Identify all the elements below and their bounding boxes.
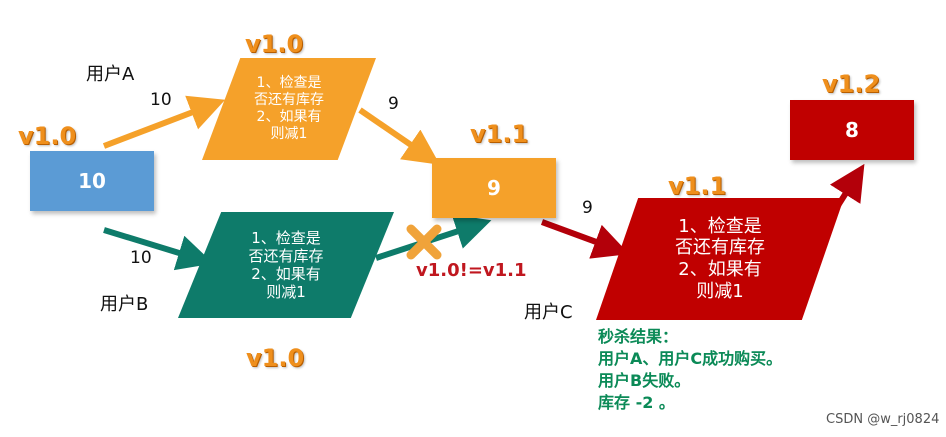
check-c-version-label: v1.1 — [668, 172, 727, 200]
edge-label-a-in: 10 — [150, 90, 172, 110]
check-c-text: 1、检查是 否还有库存 2、如果有 则减1 — [675, 215, 765, 302]
check-a-version-label: v1.0 — [245, 30, 304, 58]
check-a-text: 1、检查是 否还有库存 2、如果有 则减1 — [254, 75, 324, 142]
start-stock-value: 10 — [78, 169, 106, 193]
end-stock-box: 8 — [790, 100, 914, 160]
end-stock-value: 8 — [845, 118, 859, 142]
result-block: 秒杀结果： 用户A、用户C成功购买。 用户B失败。 库存 -2 。 — [598, 326, 782, 414]
watermark: CSDN @w_rj0824 — [826, 412, 940, 427]
result-title: 秒杀结果： — [598, 327, 679, 346]
mid-stock-box: 9 — [432, 158, 556, 218]
arrow-mid-to-check-c — [540, 219, 630, 259]
edge-label-b-in: 10 — [130, 248, 152, 268]
start-stock-box: 10 — [30, 151, 154, 211]
arrow-start-to-check-b — [103, 227, 214, 271]
check-c-process: 1、检查是 否还有库存 2、如果有 则减1 — [596, 198, 844, 320]
mid-stock-value: 9 — [487, 176, 501, 200]
version-conflict-label: v1.0!=v1.1 — [416, 260, 527, 281]
user-c-label: 用户C — [524, 302, 573, 323]
user-a-label: 用户A — [86, 64, 135, 85]
arrow-check-a-to-mid — [358, 107, 440, 165]
cross-icon — [404, 222, 444, 262]
user-b-label: 用户B — [100, 294, 149, 315]
end-version-label: v1.2 — [822, 70, 881, 98]
edge-label-a-out: 9 — [388, 94, 399, 114]
start-version-label: v1.0 — [18, 122, 77, 150]
edge-label-c-in: 9 — [582, 198, 593, 218]
check-b-version-label: v1.0 — [246, 344, 305, 372]
check-b-text: 1、检查是 否还有库存 2、如果有 则减1 — [248, 229, 324, 301]
result-line: 用户A、用户C成功购买。 — [598, 349, 783, 368]
result-line: 库存 -2 。 — [598, 393, 675, 412]
mid-version-label: v1.1 — [470, 120, 529, 148]
check-b-process: 1、检查是 否还有库存 2、如果有 则减1 — [178, 212, 394, 318]
result-line: 用户B失败。 — [598, 371, 691, 390]
arrow-start-to-check-a — [102, 95, 226, 149]
